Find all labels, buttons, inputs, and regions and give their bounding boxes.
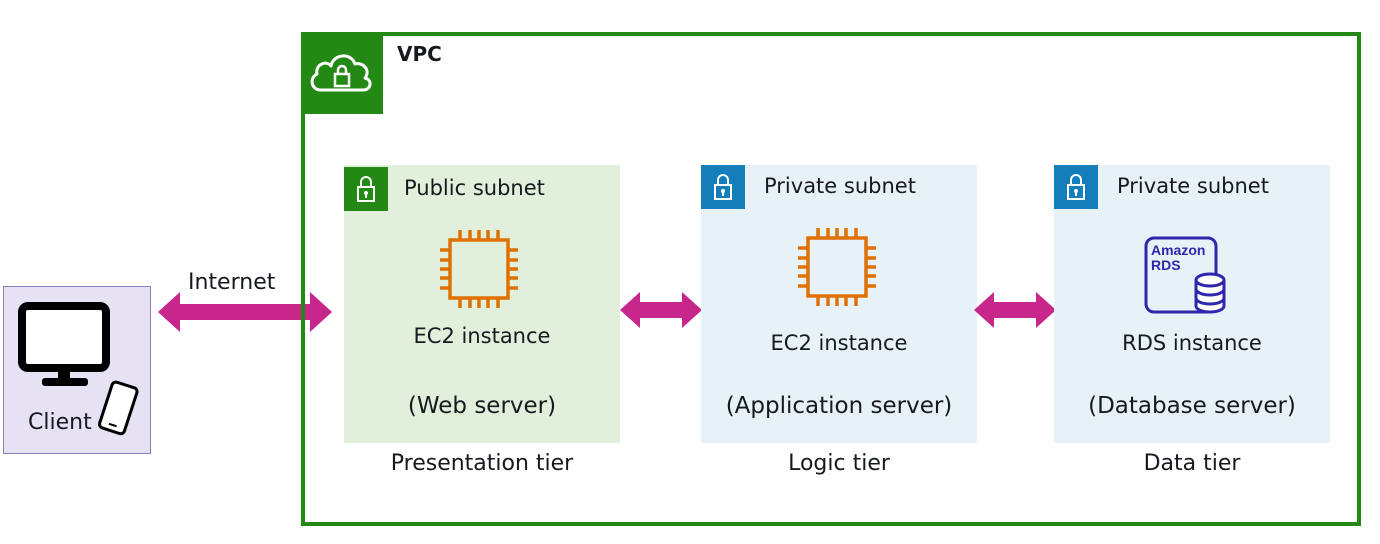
rds-icon-text-line1: Amazon <box>1151 242 1206 258</box>
public-subnet-service: EC2 instance <box>413 324 551 348</box>
private-subnet-logic-service: EC2 instance <box>770 331 908 355</box>
vpc-label: VPC <box>397 42 442 66</box>
ec2-chip-icon <box>440 230 518 308</box>
internet-arrow <box>158 292 332 332</box>
private-subnet-logic-label: Private subnet <box>764 174 916 198</box>
desktop-mobile-icon <box>18 302 139 436</box>
lock-icon <box>1067 174 1085 200</box>
rds-icon-text-line2: RDS <box>1151 257 1181 273</box>
cloud-lock-icon <box>310 54 372 92</box>
public-subnet <box>344 165 620 443</box>
private-subnet-logic <box>701 165 977 443</box>
data-tier-label: Data tier <box>1143 451 1241 476</box>
private-subnet-data-role: (Database server) <box>1088 393 1296 419</box>
lock-icon <box>357 176 375 202</box>
public-subnet-role: (Web server) <box>407 393 557 419</box>
private-subnet-data <box>1054 165 1330 443</box>
lock-icon <box>714 174 732 200</box>
ec2-chip-icon <box>798 228 876 306</box>
private-subnet-logic-badge <box>701 165 745 209</box>
tier-arrow-1 <box>620 292 702 328</box>
private-subnet-data-badge <box>1054 165 1098 209</box>
logic-tier-label: Logic tier <box>788 451 890 476</box>
vpc-badge <box>301 32 383 114</box>
tier-arrow-2 <box>974 292 1056 328</box>
vpc-boundary <box>301 32 1361 526</box>
public-subnet-badge <box>344 167 388 211</box>
private-subnet-data-label: Private subnet <box>1117 174 1269 198</box>
private-subnet-logic-role: (Application server) <box>725 393 953 419</box>
private-subnet-data-service: RDS instance <box>1122 331 1262 355</box>
presentation-tier-label: Presentation tier <box>390 451 574 476</box>
rds-icon: Amazon RDS <box>1144 236 1228 316</box>
public-subnet-label: Public subnet <box>404 176 545 200</box>
internet-label: Internet <box>188 270 276 295</box>
client-label: Client <box>28 410 92 435</box>
